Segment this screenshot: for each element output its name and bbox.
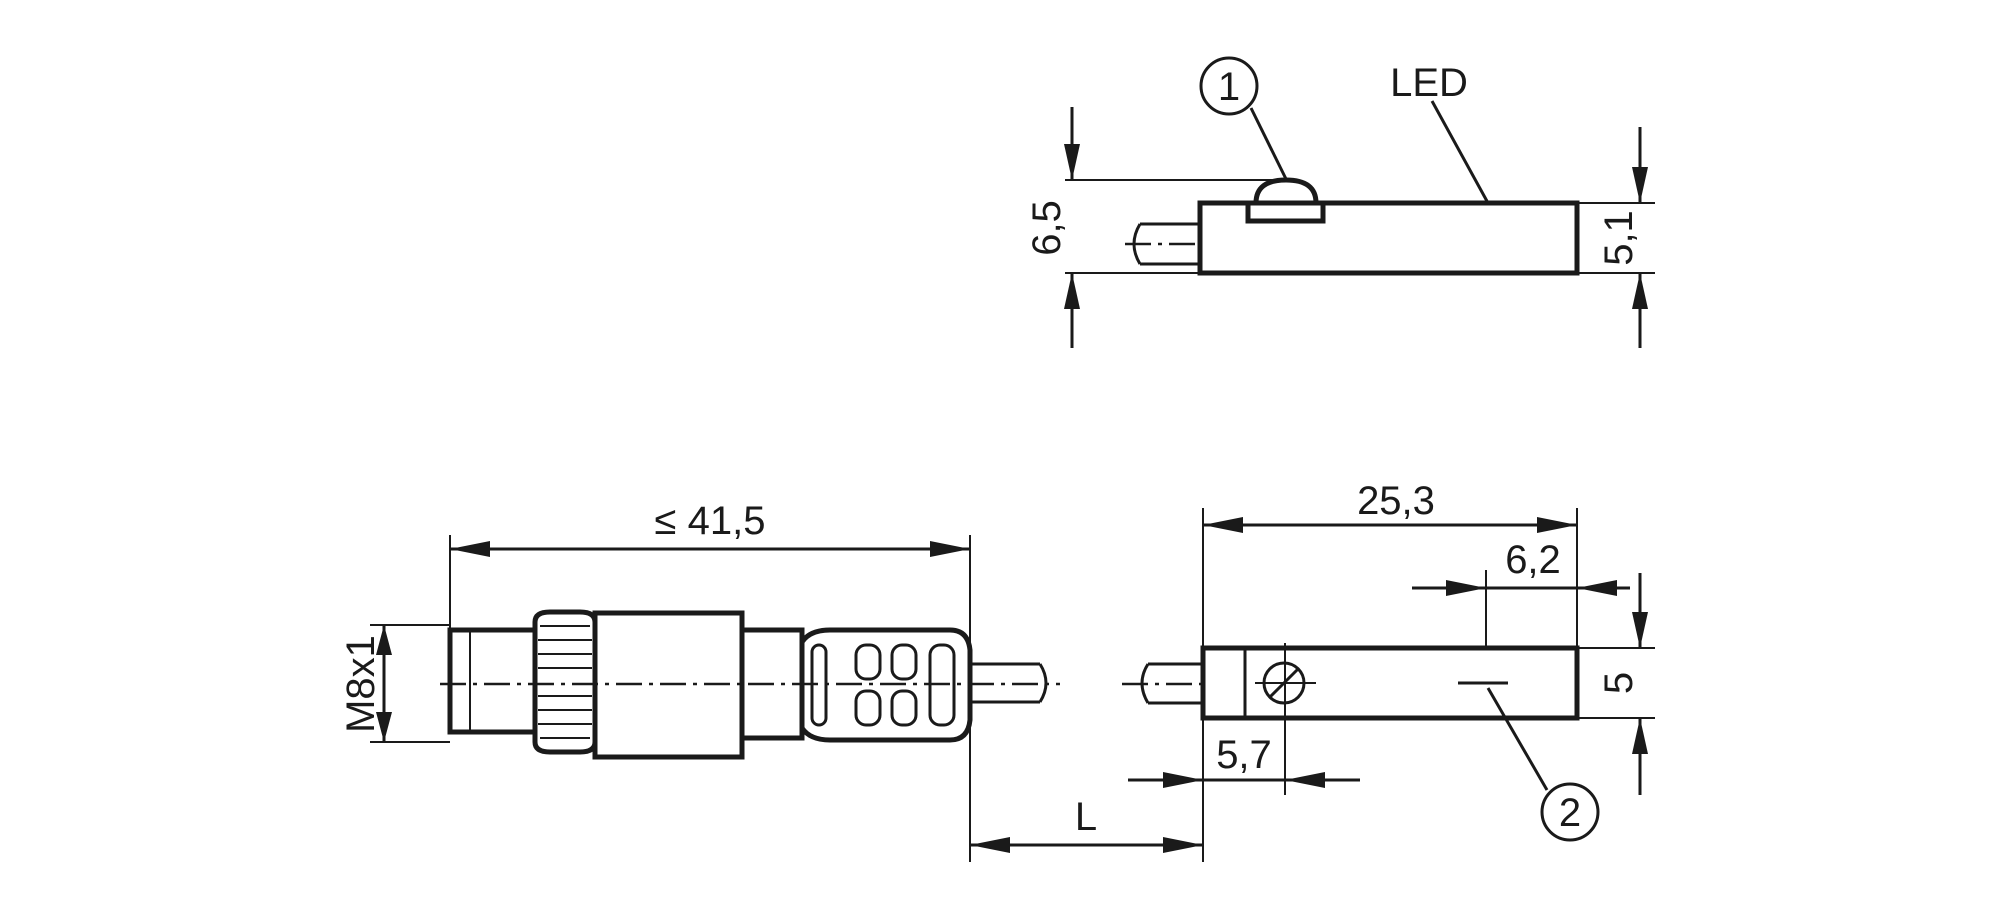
dim-5-label: 5 [1597, 672, 1641, 694]
top-view-housing [1200, 645, 1580, 721]
top-view: 2 25,3 6,2 5 5,7 [1122, 479, 1655, 862]
dim-6-2-arrow-right [1577, 580, 1617, 596]
dim-5-1-arrow-top [1632, 167, 1648, 203]
dim-6-5-arrow-top [1064, 144, 1080, 180]
dim-5-arrow-bottom [1632, 718, 1648, 754]
dim-m8-arrow-bottom [376, 712, 392, 742]
plug-nose [447, 627, 538, 735]
side-view-screw-head [1253, 177, 1319, 206]
callout-2-leader [1486, 687, 1549, 791]
dim-l-arrow-right [1163, 837, 1203, 853]
led-leader [1430, 100, 1490, 204]
dim-25-3-arrow-left [1203, 517, 1243, 533]
plug-knurled-nut [532, 609, 598, 755]
dim-m8-arrow-top [376, 625, 392, 655]
dim-5-7-arrow-left [1163, 772, 1203, 788]
dim-41-5-arrow-left [450, 541, 490, 557]
callout-1-circle [1199, 56, 1259, 116]
dim-5-1-label: 5,1 [1597, 210, 1641, 266]
callout-2-label: 2 [1559, 791, 1581, 835]
callout-1-leader [1249, 107, 1289, 182]
dim-25-3-label: 25,3 [1357, 479, 1435, 523]
dim-l-arrow-left [970, 837, 1010, 853]
callout-1-label: 1 [1218, 65, 1240, 109]
dim-6-5-label: 6,5 [1025, 200, 1069, 256]
dim-5-7-label: 5,7 [1216, 733, 1272, 777]
led-label: LED [1390, 61, 1468, 105]
dim-5-7-arrow-right [1285, 772, 1325, 788]
side-view-screw-recess [1245, 200, 1326, 224]
callout-2-circle [1540, 782, 1600, 842]
plug-view: ≤ 41,5 M8x1 L [339, 499, 1203, 862]
plug-knurl-lines [538, 625, 592, 739]
dim-25-3-arrow-right [1537, 517, 1577, 533]
dim-l-label: L [1075, 795, 1097, 839]
dim-41-5-arrow-right [930, 541, 970, 557]
dim-m8-label: M8x1 [339, 635, 383, 733]
dim-41-5-label: ≤ 41,5 [655, 499, 766, 543]
dim-6-2-label: 6,2 [1505, 538, 1561, 582]
dim-6-2-arrow-left [1446, 580, 1486, 596]
dim-6-5-arrow-bottom [1064, 273, 1080, 309]
side-view: 1 LED 6,5 5,1 [1025, 56, 1655, 348]
dim-5-arrow-top [1632, 612, 1648, 648]
dim-5-1-arrow-bottom [1632, 273, 1648, 309]
